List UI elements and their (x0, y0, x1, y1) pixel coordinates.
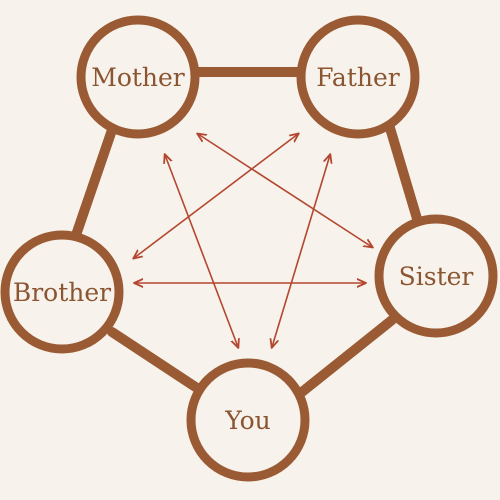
edge-sister-you (297, 315, 397, 397)
node-brother-circle (0, 230, 124, 354)
node-brother-label: Brother (13, 278, 111, 307)
node-sister-label: Sister (399, 262, 474, 291)
node-you-label: You (224, 406, 270, 435)
node-mother-label: Mother (91, 63, 185, 92)
node-you: You (186, 358, 310, 482)
edge-you-brother (107, 327, 205, 395)
node-father-circle (296, 15, 420, 139)
node-sister: Sister (374, 214, 498, 338)
arrow-father-you (272, 155, 330, 347)
node-mother-circle (76, 15, 200, 139)
node-mother: Mother (76, 15, 200, 139)
node-father-label: Father (316, 63, 399, 92)
node-brother: Brother (0, 230, 124, 354)
edge-brother-mother (70, 125, 117, 243)
inner-arrows (134, 134, 372, 347)
outer-connections (70, 67, 423, 397)
node-sister-circle (374, 214, 498, 338)
arrow-mother-you (165, 155, 238, 347)
node-you-circle (186, 358, 310, 482)
edge-father-sister (385, 123, 423, 227)
node-father: Father (296, 15, 420, 139)
